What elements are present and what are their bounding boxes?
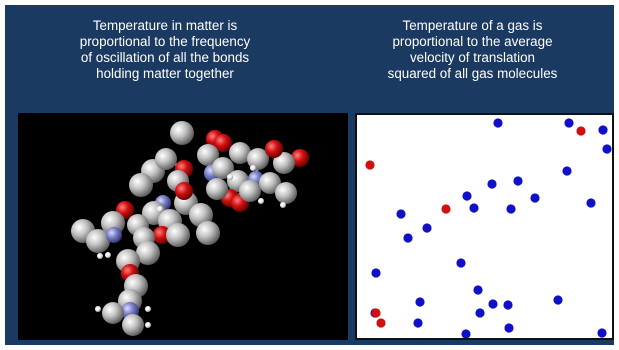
gas-particle-red-icon xyxy=(365,160,375,170)
carbon-atom-icon xyxy=(212,157,234,179)
hydrogen-atom-icon xyxy=(145,322,151,328)
gas-particle-blue-icon xyxy=(413,318,423,328)
gas-particles-icon xyxy=(365,118,612,338)
caption-matter-temperature: Temperature in matter is proportional to… xyxy=(79,18,251,81)
gas-particle-blue-icon xyxy=(422,223,432,233)
carbon-atom-icon xyxy=(273,152,295,174)
oxygen-atom-icon xyxy=(175,182,193,200)
gas-particle-blue-icon xyxy=(506,204,516,214)
hydrogen-atom-icon xyxy=(97,253,103,259)
carbon-atom-icon xyxy=(259,172,281,194)
gas-particle-blue-icon xyxy=(530,193,540,203)
carbon-atom-icon xyxy=(166,223,190,247)
gas-particle-blue-icon xyxy=(504,323,514,333)
carbon-atom-icon xyxy=(206,178,228,200)
carbon-atom-icon xyxy=(155,148,177,170)
gas-particle-blue-icon xyxy=(461,329,471,338)
gas-particle-blue-icon xyxy=(586,198,596,208)
gas-particle-blue-icon xyxy=(602,144,612,154)
gas-particle-blue-icon xyxy=(473,285,483,295)
oxygen-atom-icon xyxy=(153,226,171,244)
carbon-atom-icon xyxy=(86,229,110,253)
gas-particle-blue-icon xyxy=(396,209,406,219)
carbon-atom-icon xyxy=(239,180,261,202)
carbon-atom-icon xyxy=(102,302,124,324)
gas-particle-blue-icon xyxy=(469,203,479,213)
carbon-atom-icon xyxy=(275,182,297,204)
carbon-atom-icon xyxy=(197,144,219,166)
hydrogen-atom-icon xyxy=(145,306,151,312)
carbon-atom-icon xyxy=(129,173,153,197)
gas-particle-blue-icon xyxy=(564,118,574,128)
gas-particle-blue-icon xyxy=(562,166,572,176)
caption-gas-temperature: Temperature of a gas is proportional to … xyxy=(387,18,558,81)
gas-particle-blue-icon xyxy=(597,328,607,338)
gas-particle-blue-icon xyxy=(503,300,513,310)
gas-particle-blue-icon xyxy=(456,258,466,268)
hydrogen-atom-icon xyxy=(95,306,101,312)
carbon-atom-icon xyxy=(122,314,144,336)
gas-particle-blue-icon xyxy=(488,299,498,309)
gas-particle-blue-icon xyxy=(493,118,503,128)
hydrogen-atom-icon xyxy=(258,198,264,204)
hydrogen-atom-icon xyxy=(157,206,163,212)
hydrogen-atom-icon xyxy=(280,202,286,208)
carbon-atom-icon xyxy=(189,203,213,227)
molecule-illustration-icon xyxy=(71,121,309,336)
oxygen-atom-icon xyxy=(265,140,283,158)
gas-particle-blue-icon xyxy=(487,179,497,189)
gas-particle-red-icon xyxy=(371,308,381,318)
hydrogen-atom-icon xyxy=(227,174,233,180)
gas-particle-blue-icon xyxy=(415,297,425,307)
gas-particle-blue-icon xyxy=(371,268,381,278)
molecule-panel xyxy=(18,113,348,340)
gas-particle-blue-icon xyxy=(598,125,608,135)
hydrogen-atom-icon xyxy=(250,165,256,171)
gas-panel xyxy=(355,113,614,340)
carbon-atom-icon xyxy=(229,142,251,164)
gas-particle-blue-icon xyxy=(513,176,523,186)
gas-particle-red-icon xyxy=(576,126,586,136)
gas-particle-blue-icon xyxy=(403,233,413,243)
carbon-atom-icon xyxy=(170,121,194,145)
gas-particle-blue-icon xyxy=(462,191,472,201)
oxygen-atom-icon xyxy=(291,149,309,167)
hydrogen-atom-icon xyxy=(105,252,111,258)
gas-particle-blue-icon xyxy=(475,308,485,318)
gas-particle-blue-icon xyxy=(553,295,563,305)
gas-particle-red-icon xyxy=(441,204,451,214)
gas-particle-red-icon xyxy=(376,318,386,328)
carbon-atom-icon xyxy=(136,241,160,265)
carbon-atom-icon xyxy=(196,221,220,245)
nitrogen-atom-icon xyxy=(106,227,122,243)
oxygen-atom-icon xyxy=(214,134,232,152)
carbon-atom-icon xyxy=(247,148,269,170)
